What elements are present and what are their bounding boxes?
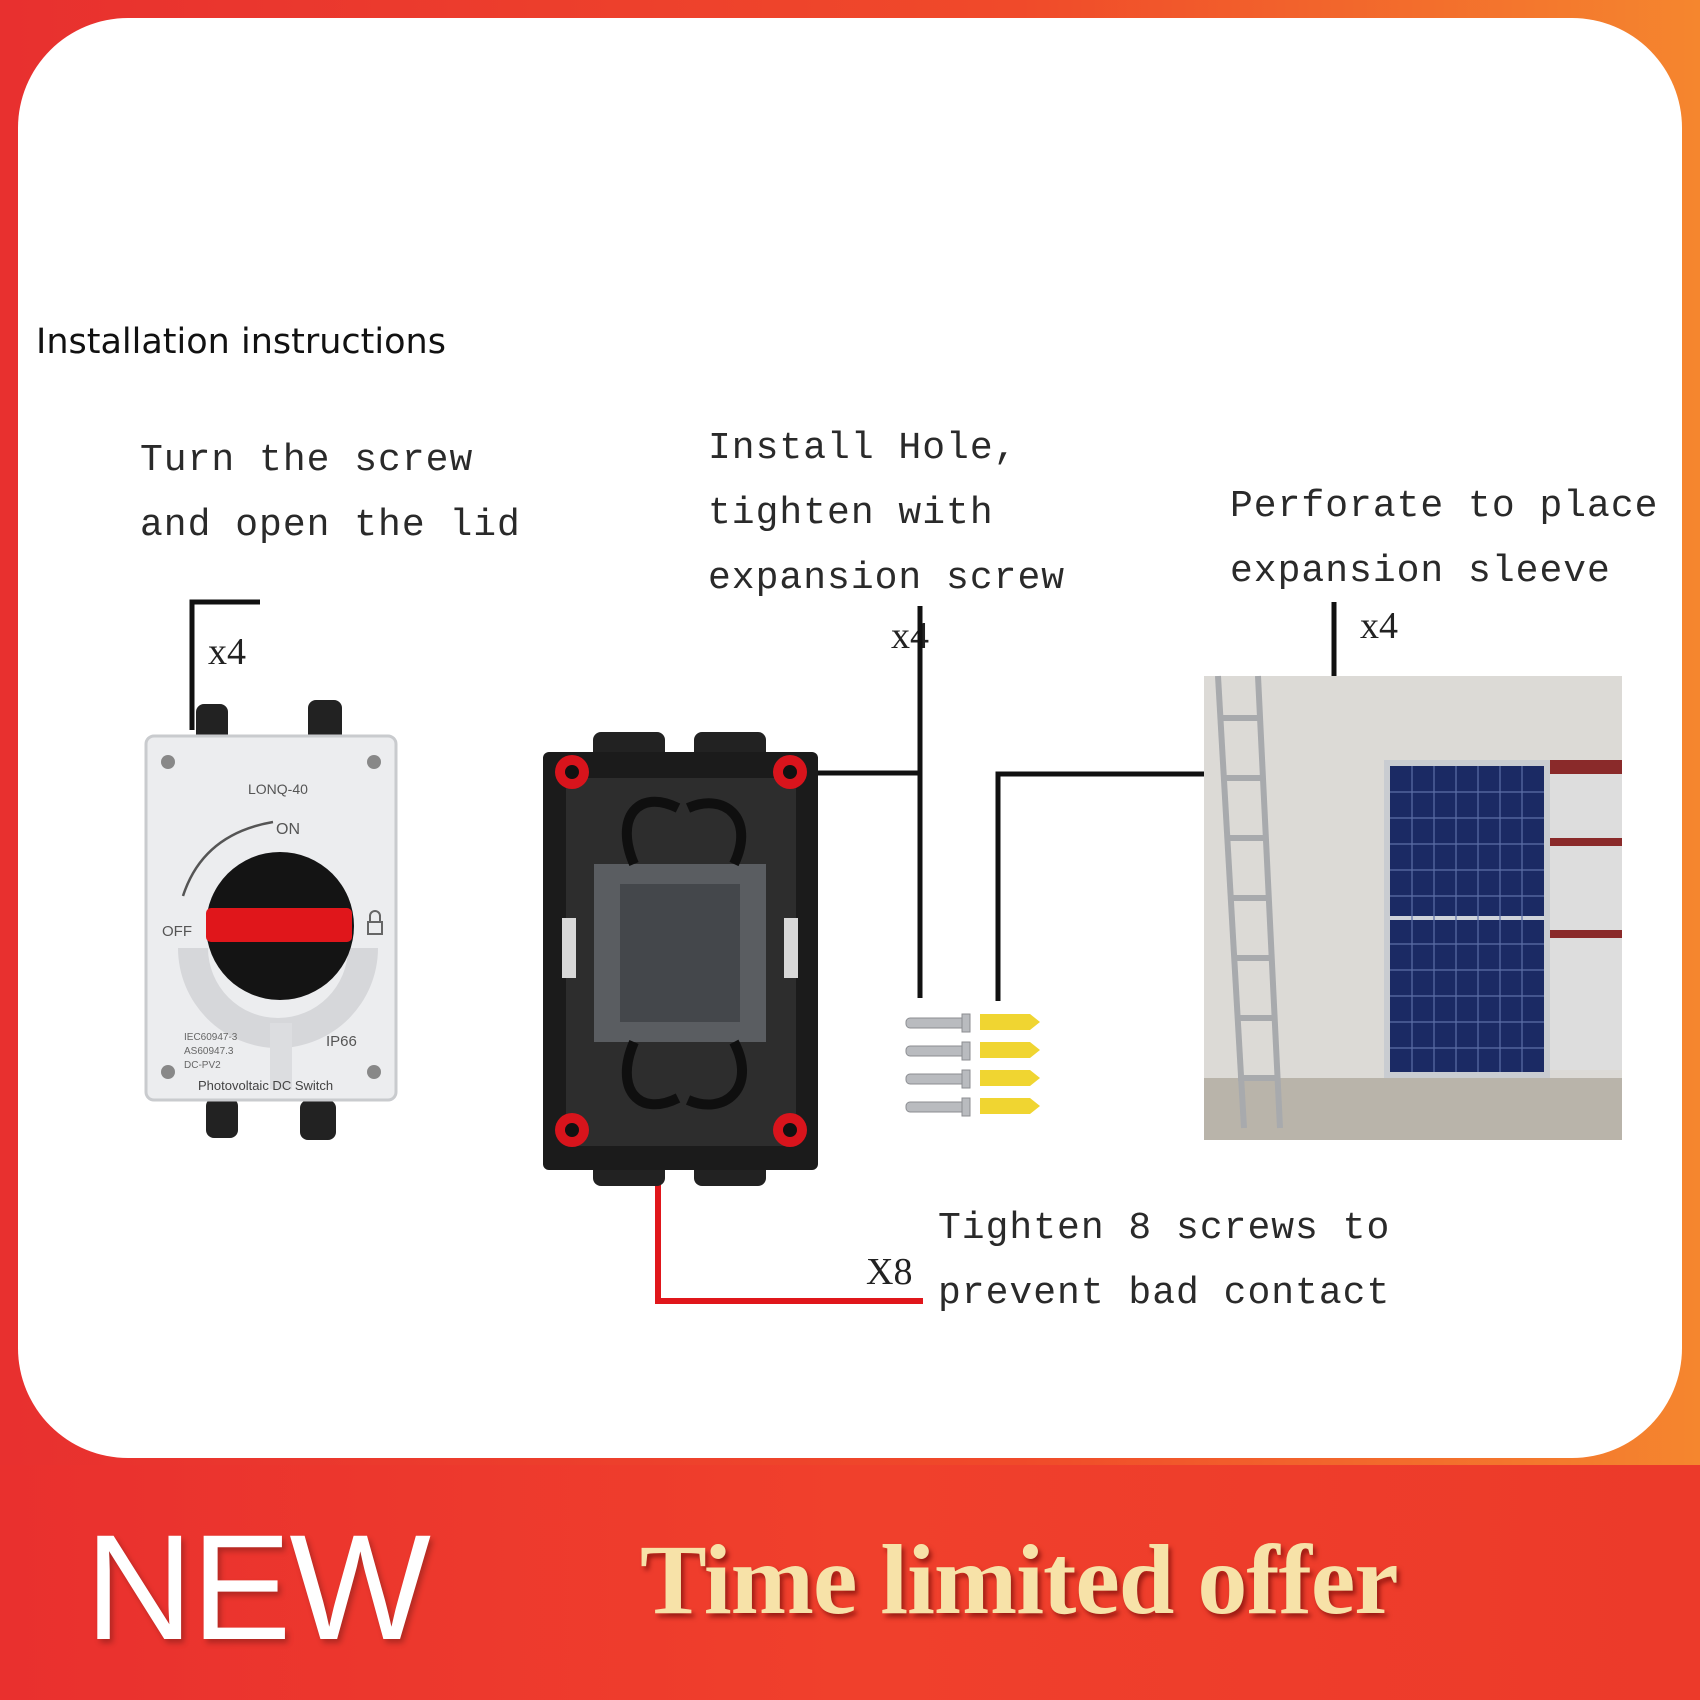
- step-line: tighten with: [708, 492, 994, 535]
- promo-banner: [0, 1465, 1700, 1700]
- solar-panel: [1384, 760, 1550, 1078]
- device-off-label: OFF: [162, 923, 192, 940]
- lock-icon: [367, 910, 383, 935]
- multiplier-perforate: x4: [1360, 605, 1398, 647]
- new-badge: NEW: [85, 1503, 431, 1671]
- step-install-hole: Install Hole, tighten with expansion scr…: [708, 416, 1065, 611]
- step-line: Install Hole,: [708, 427, 1018, 470]
- ladder: [1215, 675, 1283, 1129]
- open-enclosure: [543, 732, 818, 1186]
- device-standard: DC-PV2: [184, 1060, 221, 1071]
- device-ip-rating: IP66: [326, 1033, 357, 1050]
- step-line: Perforate to place: [1230, 485, 1659, 528]
- device-on-label: ON: [276, 821, 300, 838]
- page-title: Installation instructions: [36, 322, 446, 362]
- instruction-card: Installation instructions Turn the screw…: [18, 18, 1682, 1458]
- offer-text: Time limited offer: [640, 1524, 1399, 1635]
- step-line: Turn the screw: [140, 439, 474, 482]
- device-model: LONQ-40: [248, 781, 308, 797]
- wall-photo: [1204, 675, 1622, 1140]
- dc-switch-device: LONQ-40 ON OFF IEC60947-3 AS60947.3 DC-P…: [144, 700, 398, 1140]
- step-line: expansion screw: [708, 557, 1066, 600]
- step-line: Tighten 8 screws to: [938, 1207, 1391, 1250]
- illustration-layer: LONQ-40 ON OFF IEC60947-3 AS60947.3 DC-P…: [144, 599, 1622, 1304]
- device-standard: IEC60947-3: [184, 1032, 238, 1043]
- step-line: prevent bad contact: [938, 1272, 1391, 1315]
- multiplier-open-lid: x4: [208, 631, 246, 673]
- multiplier-install-hole: x4: [891, 615, 929, 657]
- step-line: expansion sleeve: [1230, 550, 1611, 593]
- step-tighten: Tighten 8 screws to prevent bad contact: [938, 1196, 1390, 1326]
- mounting-hole-icon: [555, 755, 807, 1147]
- leader-open-lid: [189, 599, 260, 730]
- device-standard: AS60947.3: [184, 1046, 234, 1057]
- step-perforate: Perforate to place expansion sleeve: [1230, 474, 1658, 604]
- step-open-lid: Turn the screw and open the lid: [140, 428, 521, 558]
- device-name: Photovoltaic DC Switch: [198, 1078, 333, 1093]
- screws-and-sleeves: [905, 1013, 1040, 1117]
- multiplier-tighten: X8: [866, 1251, 913, 1293]
- step-line: and open the lid: [140, 504, 521, 547]
